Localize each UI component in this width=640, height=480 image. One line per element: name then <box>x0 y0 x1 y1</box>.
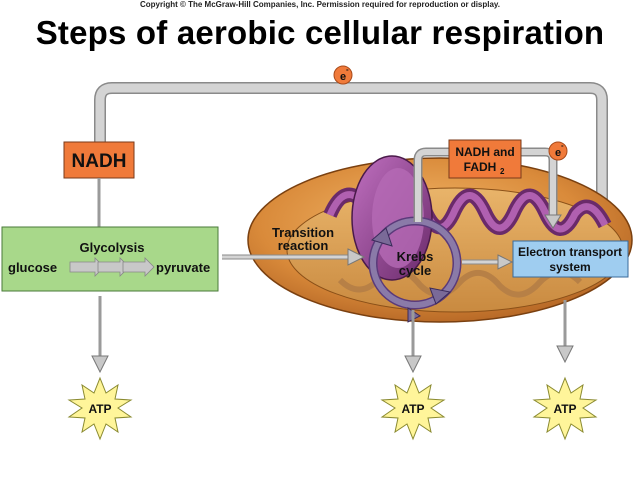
atp-burst-krebs: ATP <box>380 376 446 441</box>
krebs-to-etc-arrow <box>462 254 514 270</box>
electron-transport-box: Electron transport system <box>512 240 629 278</box>
nadh-fadh2-box: NADH and FADH 2 <box>448 139 522 179</box>
svg-text:-: - <box>346 65 349 74</box>
glucose-label: glucose <box>8 260 57 275</box>
etc-label-1: Electron transport <box>518 245 622 259</box>
atp-label: ATP <box>88 402 111 416</box>
glycolysis-box: Glycolysis glucose pyruvate <box>1 226 219 292</box>
glycolysis-steps-arrows <box>69 257 155 277</box>
nadh-label: NADH <box>72 151 127 172</box>
atp-label: ATP <box>401 402 424 416</box>
atp-arrow-glycolysis <box>91 296 109 374</box>
svg-text:e: e <box>340 71 346 83</box>
atp-arrow-krebs <box>404 310 422 374</box>
electron-top-icon: e - <box>333 65 353 85</box>
transition-label-1: Transition <box>272 225 334 240</box>
svg-text:e: e <box>555 147 561 159</box>
pyruvate-label: pyruvate <box>156 260 210 275</box>
nadh-fadh2-line1: NADH and <box>455 145 514 159</box>
nadh-box: NADH <box>63 141 135 179</box>
glycolysis-title: Glycolysis <box>79 240 144 255</box>
krebs-label-2: cycle <box>399 263 432 278</box>
atp-burst-glycolysis: ATP <box>67 376 133 441</box>
svg-text:-: - <box>561 141 564 150</box>
fadh2-subscript: 2 <box>500 167 505 176</box>
atp-label: ATP <box>553 402 576 416</box>
page-title: Steps of aerobic cellular respiration <box>35 14 605 51</box>
copyright-notice: Copyright © The McGraw-Hill Companies, I… <box>139 0 501 9</box>
krebs-label-1: Krebs <box>397 249 434 264</box>
transition-label-2: reaction <box>278 238 329 253</box>
electron-right-icon: e - <box>548 141 568 161</box>
nadh-fadh2-line2: FADH <box>464 160 497 174</box>
atp-arrow-etc <box>556 300 574 364</box>
pyruvate-arrow <box>222 248 366 266</box>
atp-burst-etc: ATP <box>532 376 598 441</box>
etc-label-2: system <box>549 260 590 274</box>
